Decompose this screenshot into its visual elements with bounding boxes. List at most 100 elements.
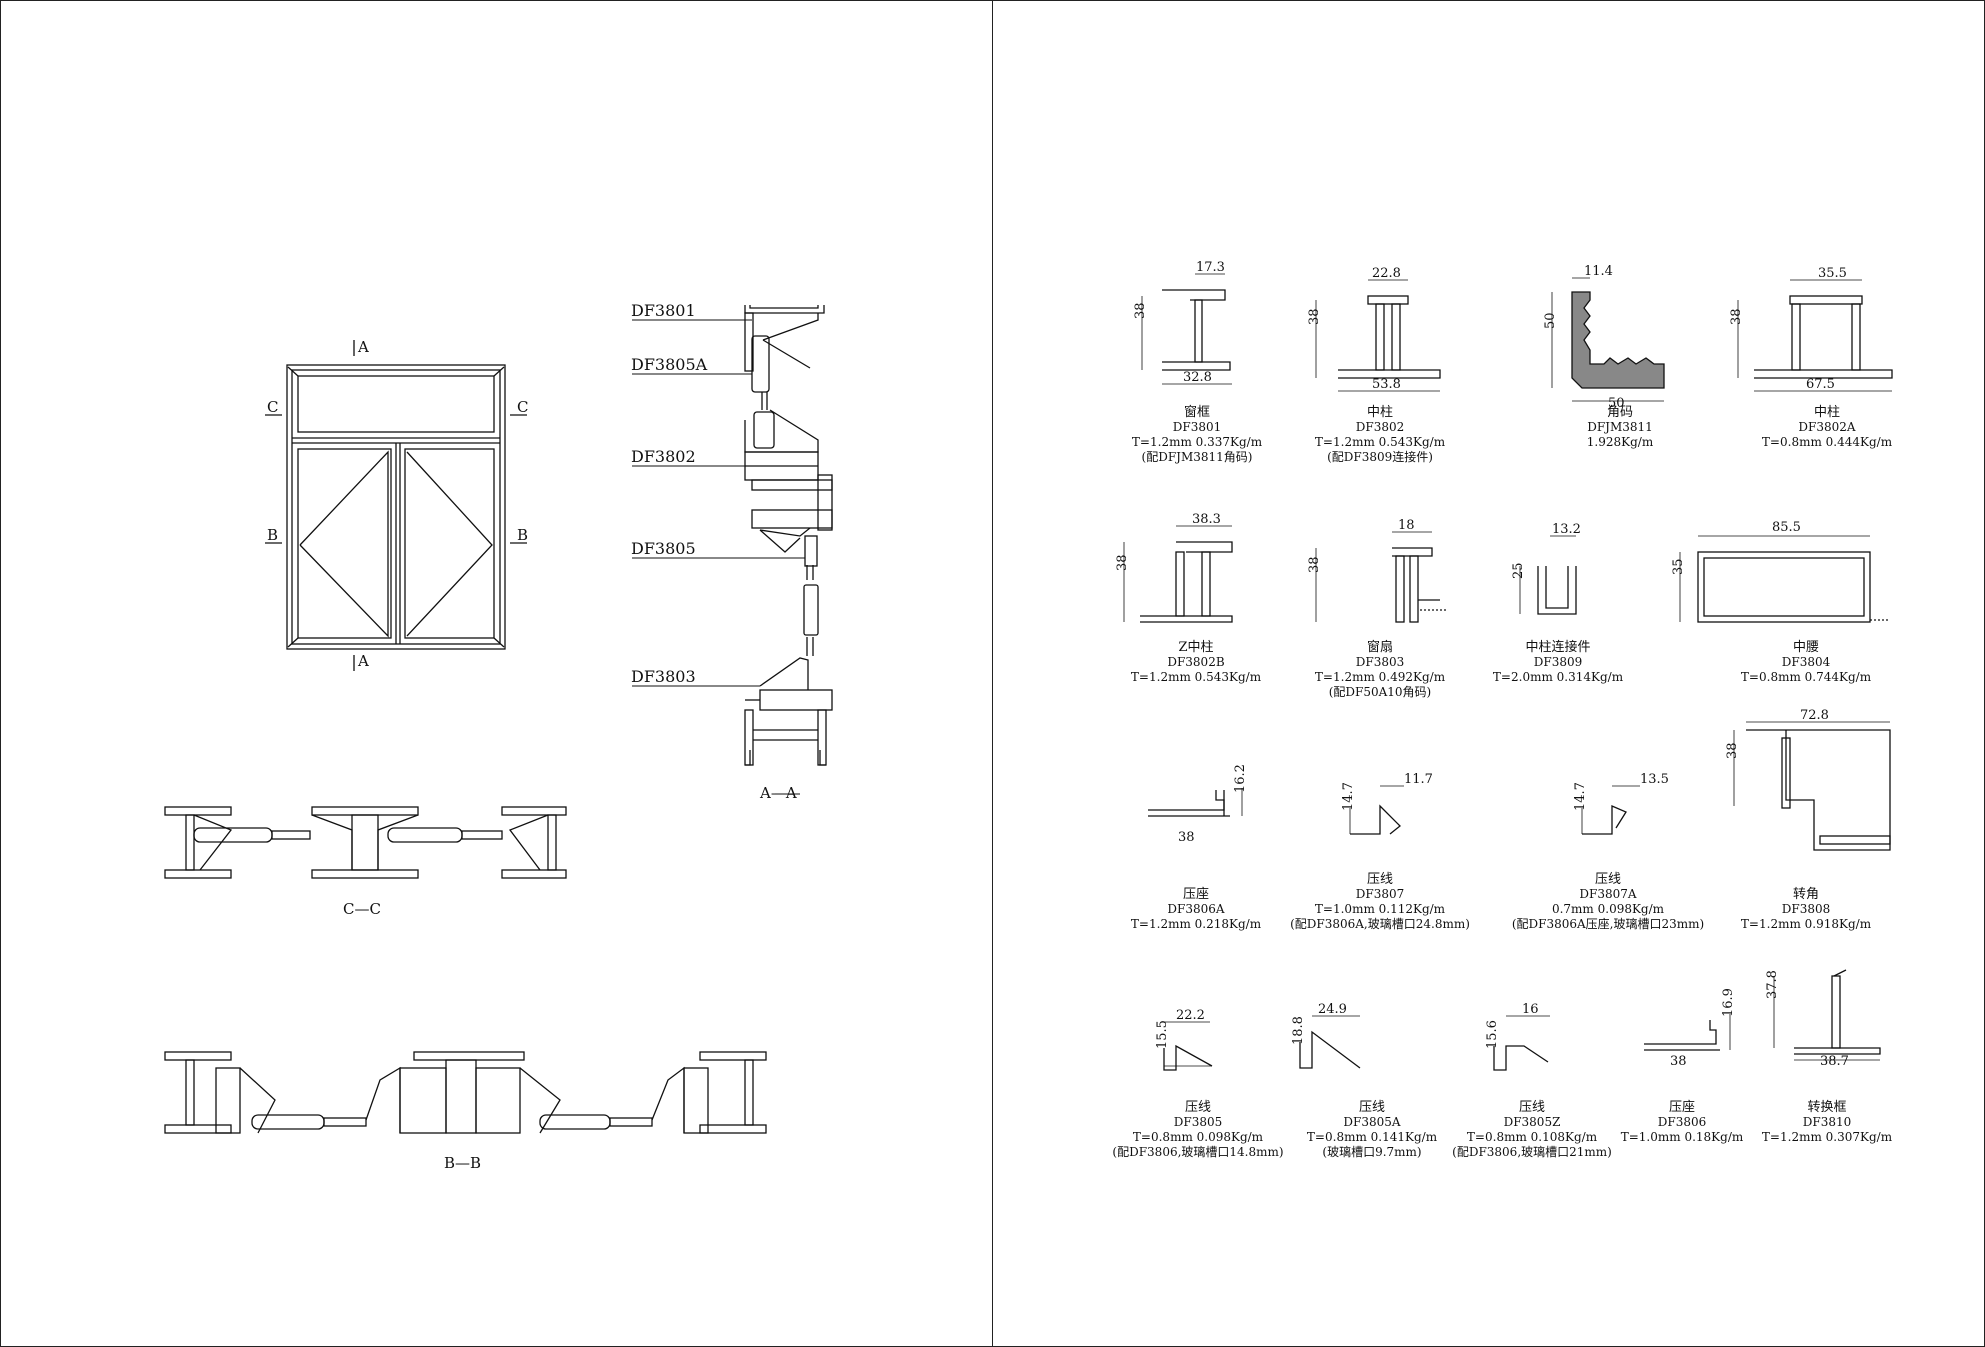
callout-df3805a: DF3805A: [631, 355, 708, 374]
profile-note: (配DF3806,玻璃槽口14.8mm): [1112, 1145, 1284, 1159]
dimension-label: 22.2: [1176, 1008, 1205, 1023]
profile-df3806-shape: [1644, 1014, 1731, 1051]
profile-name: 压座: [1182, 887, 1210, 902]
dimension-label: 38: [1133, 302, 1148, 319]
profile-df3809-shape: [1519, 535, 1577, 615]
profile-name: 中柱: [1813, 405, 1841, 420]
profile-df3802a-shape: [1737, 279, 1893, 392]
profile-code: DF3806A: [1167, 902, 1225, 916]
profile-df3807a-shape: [1581, 785, 1640, 835]
profile-name: 压线: [1594, 872, 1622, 887]
callout-df3805: DF3805: [631, 539, 696, 558]
dimension-label: 38: [1178, 830, 1195, 845]
dimension-label: 35.5: [1818, 266, 1847, 281]
profile-name: 中柱连接件: [1525, 640, 1591, 655]
profile-spec: T=1.0mm 0.112Kg/m: [1314, 902, 1446, 916]
section-bb-drawing: [164, 1051, 767, 1134]
section-label-b-left: B: [267, 526, 278, 544]
profile-df3810-shape: [1773, 969, 1881, 1061]
dimension-label: 18: [1398, 518, 1415, 533]
dimension-label: 13.2: [1552, 522, 1581, 537]
profile-note: (配DF3806A压座,玻璃槽口23mm): [1511, 917, 1705, 931]
profile-note: (配DF3806A,玻璃槽口24.8mm): [1290, 917, 1470, 931]
profile-spec: T=1.2mm 0.543Kg/m: [1314, 435, 1446, 449]
callout-df3803: DF3803: [631, 667, 696, 686]
profile-name: 转换框: [1807, 1100, 1847, 1115]
dimension-label: 16.9: [1721, 988, 1736, 1017]
dimension-label: 22.8: [1372, 266, 1401, 281]
section-bb-title: B—B: [444, 1154, 481, 1172]
dimension-label: 13.5: [1640, 772, 1669, 787]
profile-spec: T=0.8mm 0.744Kg/m: [1740, 670, 1872, 684]
profile-spec: T=1.2mm 0.307Kg/m: [1761, 1130, 1893, 1144]
profile-code: DF3802B: [1167, 655, 1225, 669]
profile-name: 压座: [1668, 1100, 1696, 1115]
profile-code: DF3807A: [1579, 887, 1637, 901]
profile-name: 压线: [1184, 1100, 1211, 1115]
dimension-label: 32.8: [1183, 370, 1212, 385]
profile-df3802-shape: [1315, 279, 1441, 392]
dimension-label: 38: [1725, 742, 1740, 759]
callout-df3801: DF3801: [631, 301, 696, 320]
dimension-label: 18.8: [1291, 1016, 1306, 1045]
profile-code: DF3805A: [1343, 1115, 1401, 1129]
profile-note: (配DF50A10角码): [1328, 685, 1432, 699]
profile-df3805a-shape: [1299, 1015, 1361, 1069]
profile-note: (配DF3809连接件): [1327, 450, 1433, 464]
profile-df3808-shape: [1733, 721, 1891, 851]
dimension-label: 38: [1670, 1054, 1687, 1069]
section-aa-title: A—A: [759, 784, 797, 802]
dimension-label: 38: [1115, 554, 1130, 571]
section-label-c-left: C: [267, 398, 278, 416]
profile-spec: T=2.0mm 0.314Kg/m: [1492, 670, 1624, 684]
dimension-label: 16: [1522, 1002, 1539, 1017]
profile-code: DF3801: [1172, 420, 1222, 434]
profile-df3807-shape: [1349, 785, 1404, 835]
profile-code: DF3805: [1173, 1115, 1223, 1129]
profile-code: DF3802: [1355, 420, 1405, 434]
left-page-drawings: A A C C B B: [164, 301, 833, 1172]
profile-df3805z-shape: [1493, 1015, 1550, 1071]
section-cc-drawing: [164, 806, 567, 879]
profile-df3802b-shape: [1123, 525, 1233, 623]
profile-df3804-shape: [1679, 535, 1890, 623]
profile-note: (配DFJM3811角码): [1141, 450, 1253, 464]
window-elevation: [265, 340, 527, 671]
profile-spec: T=0.8mm 0.108Kg/m: [1466, 1130, 1598, 1144]
profile-note: (玻璃槽口9.7mm): [1322, 1145, 1422, 1159]
profile-df3803-shape: [1315, 531, 1448, 623]
dimension-label: 72.8: [1800, 708, 1829, 723]
profile-name: Z中柱: [1178, 640, 1214, 655]
section-label-a-top: A: [357, 338, 369, 356]
profile-df3805-shape: [1163, 1021, 1213, 1071]
profile-name: 压线: [1366, 872, 1393, 887]
profile-code: DF3807: [1355, 887, 1405, 901]
profile-spec: T=1.2mm 0.918Kg/m: [1740, 917, 1872, 931]
dimension-label: 38.3: [1192, 512, 1221, 527]
dimension-label: 38: [1307, 556, 1322, 573]
profile-name: 压线: [1358, 1100, 1386, 1115]
section-label-a-bottom: A: [357, 652, 369, 670]
dimension-label: 38: [1307, 308, 1322, 325]
profile-code: DF3806: [1657, 1115, 1707, 1129]
dimension-label: 16.2: [1233, 764, 1248, 793]
dimension-label: 25: [1511, 562, 1526, 579]
profile-code: DF3810: [1802, 1115, 1852, 1129]
dimension-label: 11.7: [1404, 772, 1433, 787]
dimension-label: 38.7: [1820, 1054, 1849, 1069]
profile-name: 窗扇: [1366, 640, 1394, 655]
dimension-label: 17.3: [1196, 260, 1225, 275]
profile-name: 中柱: [1366, 405, 1394, 420]
profile-code: DF3803: [1355, 655, 1405, 669]
